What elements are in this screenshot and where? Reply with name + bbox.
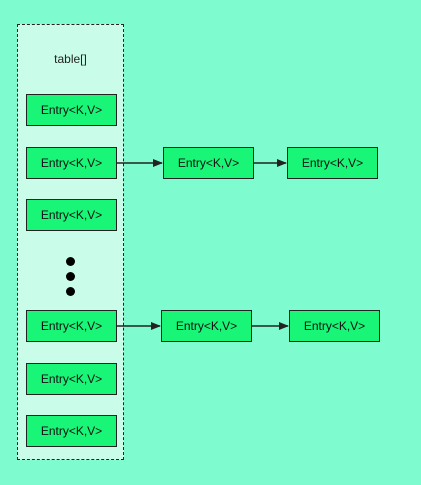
table-entry-4: Entry<K,V> bbox=[26, 310, 117, 342]
table-entry-6: Entry<K,V> bbox=[26, 415, 117, 447]
chain-1-node-2: Entry<K,V> bbox=[287, 147, 378, 179]
chain-2-node-1: Entry<K,V> bbox=[161, 310, 252, 342]
table-array-label: table[] bbox=[54, 52, 87, 66]
table-entry-2: Entry<K,V> bbox=[26, 147, 117, 179]
table-entry-5: Entry<K,V> bbox=[26, 363, 117, 395]
ellipsis-dot-2 bbox=[66, 272, 75, 281]
table-entry-1: Entry<K,V> bbox=[26, 94, 117, 126]
table-entry-3: Entry<K,V> bbox=[26, 199, 117, 231]
ellipsis-dot-1 bbox=[66, 257, 75, 266]
chain-1-node-1: Entry<K,V> bbox=[163, 147, 254, 179]
chain-2-node-2: Entry<K,V> bbox=[289, 310, 380, 342]
ellipsis-dot-3 bbox=[66, 287, 75, 296]
